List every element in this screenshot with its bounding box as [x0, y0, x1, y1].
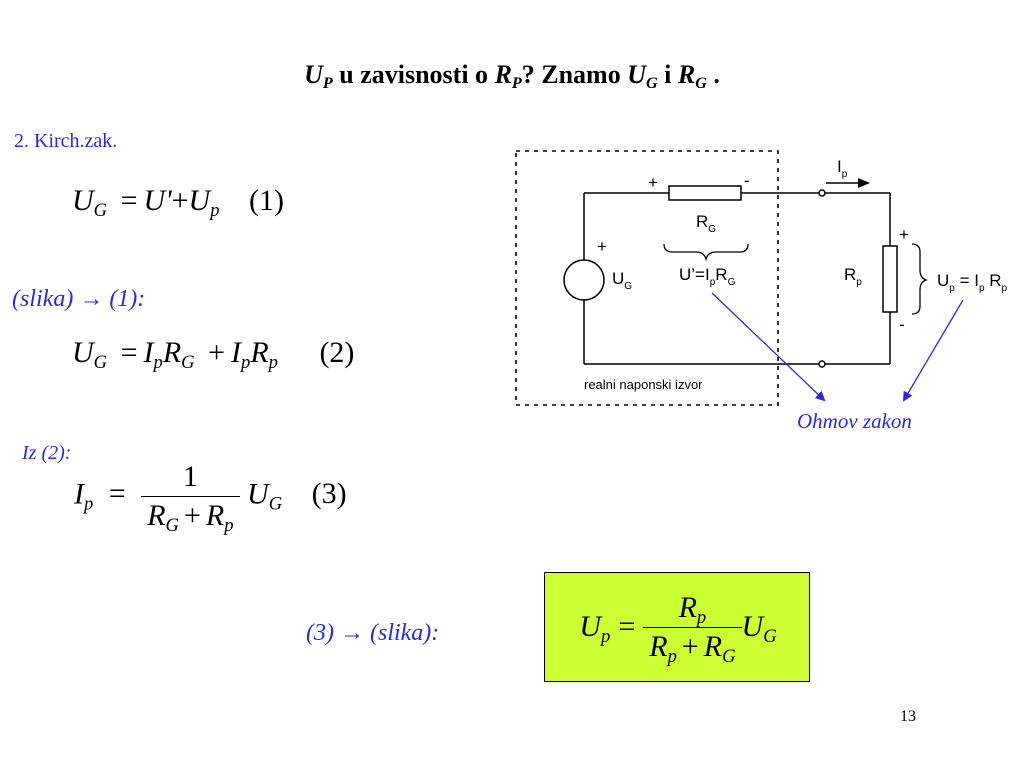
equation-1: UG =U'+Up (1)	[72, 184, 284, 221]
up-label: Up = Ip Rp	[937, 271, 1008, 294]
voltage-source-ug	[563, 259, 605, 301]
rg-minus-sign: -	[744, 171, 750, 190]
title-text-3: i	[657, 60, 678, 89]
equation-1-number: (1)	[249, 184, 284, 217]
terminal-top	[818, 189, 826, 197]
kirchhoff-label: 2. Kirch.zak.	[14, 130, 118, 152]
page-number: 13	[900, 708, 916, 725]
title-ug: UG	[627, 60, 658, 93]
brace-uprime	[663, 243, 749, 262]
title-text-2: ? Znamo	[521, 60, 628, 89]
title-up: UP	[304, 60, 333, 93]
ip-label: Ip	[837, 157, 848, 180]
title-rg: RG	[677, 60, 707, 93]
equation-2: UG =IpRG +IpRp (2)	[72, 336, 355, 373]
rp-plus-sign: +	[899, 225, 909, 244]
ug-plus-sign: +	[597, 237, 607, 256]
rp-minus-sign: -	[899, 315, 905, 334]
source-boundary-dashed	[515, 150, 779, 406]
ohm-pointer-arrow-right	[902, 299, 964, 402]
brace-up	[911, 243, 929, 315]
resistor-rg	[668, 185, 742, 201]
slide-title: UP u zavisnosti o RP? Znamo UG i RG .	[0, 60, 1024, 93]
rp-label: Rp	[844, 265, 862, 288]
title-text-4: .	[706, 60, 720, 89]
circuit-wires	[583, 192, 891, 365]
rg-label: RG	[696, 212, 716, 235]
ug-label: UG	[612, 269, 632, 292]
slika-to-1-note: (slika) → (1):	[12, 286, 146, 312]
source-caption: realni naponski izvor	[584, 377, 703, 392]
title-text-1: u zavisnosti o	[332, 60, 495, 89]
ohm-law-label: Ohmov zakon	[797, 409, 912, 433]
three-to-slika-note: (3) → (slika):	[306, 620, 440, 646]
equation-3: Ip = 1 RG+Rp UG (3)	[74, 460, 347, 536]
equation-4-fraction: Rp Rp+RG	[643, 591, 742, 665]
equation-4: Up = Rp Rp+RG UG	[579, 590, 777, 667]
uprime-label: U’=IpRG	[679, 265, 736, 288]
rg-plus-sign: +	[648, 173, 658, 192]
equation-3-number: (3)	[311, 477, 347, 511]
equation-3-fraction: 1 RG+Rp	[141, 460, 240, 535]
resistor-rp	[882, 245, 898, 313]
ohm-pointer-arrow-left	[711, 292, 826, 402]
equation-2-number: (2)	[319, 336, 355, 369]
terminal-bottom	[818, 360, 826, 368]
iz-2-note: Iz (2):	[22, 442, 72, 464]
title-rp: RP	[494, 60, 522, 93]
